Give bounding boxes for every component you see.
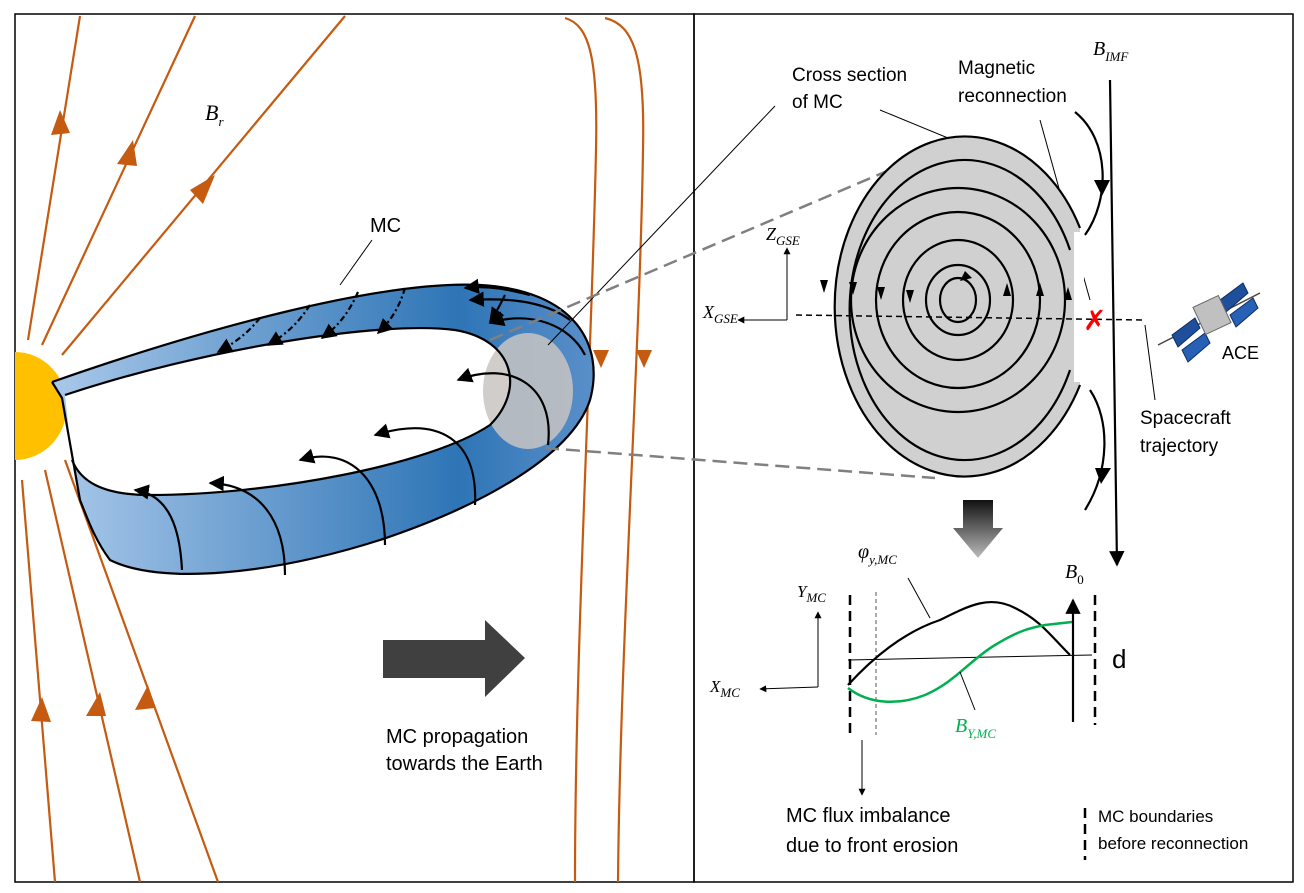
xmc-label: XMC xyxy=(709,677,740,700)
xgse-label: XGSE xyxy=(702,302,738,326)
field-arrow-up-4 xyxy=(31,697,51,722)
field-arrow-up-5 xyxy=(86,692,106,716)
propagation-arrow xyxy=(383,620,525,697)
mc-label: MC xyxy=(370,215,401,237)
imbalance-label-2: due to front erosion xyxy=(786,835,958,857)
field-arrow-up-6 xyxy=(135,685,155,710)
field-arrow-up-3 xyxy=(190,175,215,204)
cross-section-label-2: of MC xyxy=(792,92,843,113)
solar-field-lines xyxy=(20,15,652,883)
field-arrow-up-1 xyxy=(51,110,70,135)
bymc-label: BY,MC xyxy=(955,715,996,741)
ace-spacecraft-icon xyxy=(1157,282,1261,363)
ymc-label: YMC xyxy=(797,582,826,605)
propagation-text-2: towards the Earth xyxy=(386,753,543,775)
field-arrow-down-1 xyxy=(593,350,609,368)
flux-profile-plot xyxy=(759,577,1097,796)
boundaries-label-1: MC boundaries xyxy=(1098,807,1213,826)
spacecraft-trajectory-line xyxy=(795,314,1146,321)
mc-cross-section xyxy=(820,135,1084,478)
projection-line-bottom xyxy=(544,446,936,480)
field-arrow-up-2 xyxy=(117,140,137,166)
cross-section-leader xyxy=(547,105,776,346)
trajectory-label-2: trajectory xyxy=(1140,436,1219,457)
b0-label: B0 xyxy=(1065,561,1084,587)
sun xyxy=(15,352,67,460)
d-label: d xyxy=(1112,644,1126,674)
ace-label: ACE xyxy=(1222,343,1259,363)
down-arrow xyxy=(953,500,1003,558)
propagation-text-1: MC propagation xyxy=(386,726,528,748)
bimf-label: BIMF xyxy=(1093,38,1129,64)
imbalance-label-1: MC flux imbalance xyxy=(786,805,951,827)
reconnection-label-2: reconnection xyxy=(958,86,1067,107)
cross-section-label-1: Cross section xyxy=(792,65,907,86)
projection-line-top xyxy=(489,138,961,342)
br-label: Br xyxy=(205,100,224,129)
boundaries-label-2: before reconnection xyxy=(1098,834,1248,853)
reconnection-label-1: Magnetic xyxy=(958,58,1035,79)
field-arrow-down-2 xyxy=(636,350,652,368)
reconnection-x-mark: ✗ xyxy=(1083,305,1106,336)
right-panel-frame xyxy=(693,13,1294,883)
trajectory-label-1: Spacecraft xyxy=(1140,408,1232,429)
magnetic-cloud-flux-rope xyxy=(51,278,595,576)
phi-label: φy,MC xyxy=(858,541,897,567)
zgse-label: ZGSE xyxy=(766,224,800,248)
